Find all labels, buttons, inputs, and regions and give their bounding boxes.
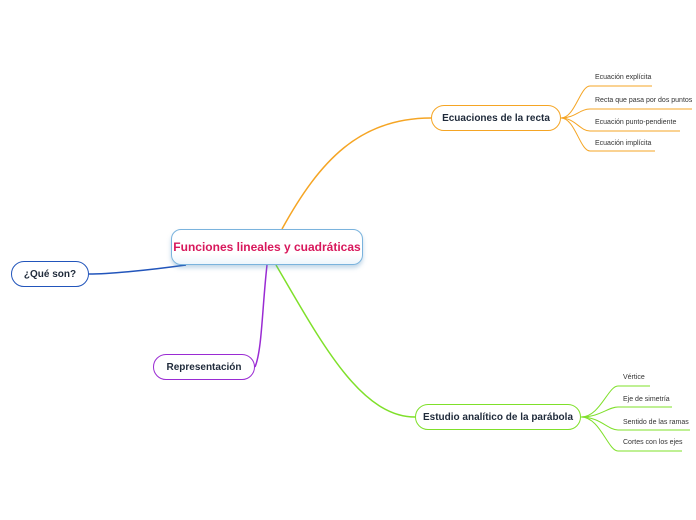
subtopic-ecuacion-punto-pendiente[interactable]: Ecuación punto-pendiente <box>595 119 677 126</box>
link-ecuacion-explicita <box>560 85 591 119</box>
subtopic-sentido-ramas[interactable]: Sentido de las ramas <box>623 419 689 426</box>
topic-estudio-parabola-label: Estudio analítico de la parábola <box>422 411 574 423</box>
topic-estudio-parabola[interactable]: Estudio analítico de la parábola <box>415 404 581 430</box>
subtopic-eje-simetria[interactable]: Eje de simetría <box>623 396 670 403</box>
subtopic-ecuacion-implicita[interactable]: Ecuación implícita <box>595 140 652 147</box>
link-implicita <box>560 117 591 152</box>
topic-ecuaciones-recta[interactable]: Ecuaciones de la recta <box>431 105 561 131</box>
link-vertice <box>580 385 619 418</box>
subtopic-vertice[interactable]: Vértice <box>623 374 645 381</box>
link-recta-dos-puntos <box>560 108 591 119</box>
subtopic-recta-dos-puntos[interactable]: Recta que pasa por dos puntos <box>595 97 693 104</box>
link-estudio <box>275 264 416 418</box>
subtopic-cortes-ejes[interactable]: Cortes con los ejes <box>623 439 683 446</box>
topic-representacion[interactable]: Representación <box>153 354 255 380</box>
link-punto-pendiente <box>560 117 591 132</box>
link-representacion <box>254 264 268 368</box>
topic-que-son[interactable]: ¿Qué son? <box>11 261 89 287</box>
link-cortes-ejes <box>580 416 619 452</box>
link-ecuaciones <box>281 117 432 230</box>
topic-representacion-label: Representación <box>166 361 242 373</box>
subtopic-ecuacion-explicita[interactable]: Ecuación explícita <box>595 74 652 81</box>
link-sentido-ramas <box>580 416 619 431</box>
topic-que-son-label: ¿Qué son? <box>23 268 77 280</box>
topic-ecuaciones-recta-label: Ecuaciones de la recta <box>442 112 550 124</box>
central-topic-label: Funciones lineales y cuadráticas <box>173 240 361 254</box>
link-que-son <box>88 264 187 275</box>
link-eje-simetria <box>580 406 619 418</box>
central-topic[interactable]: Funciones lineales y cuadráticas <box>171 229 363 265</box>
